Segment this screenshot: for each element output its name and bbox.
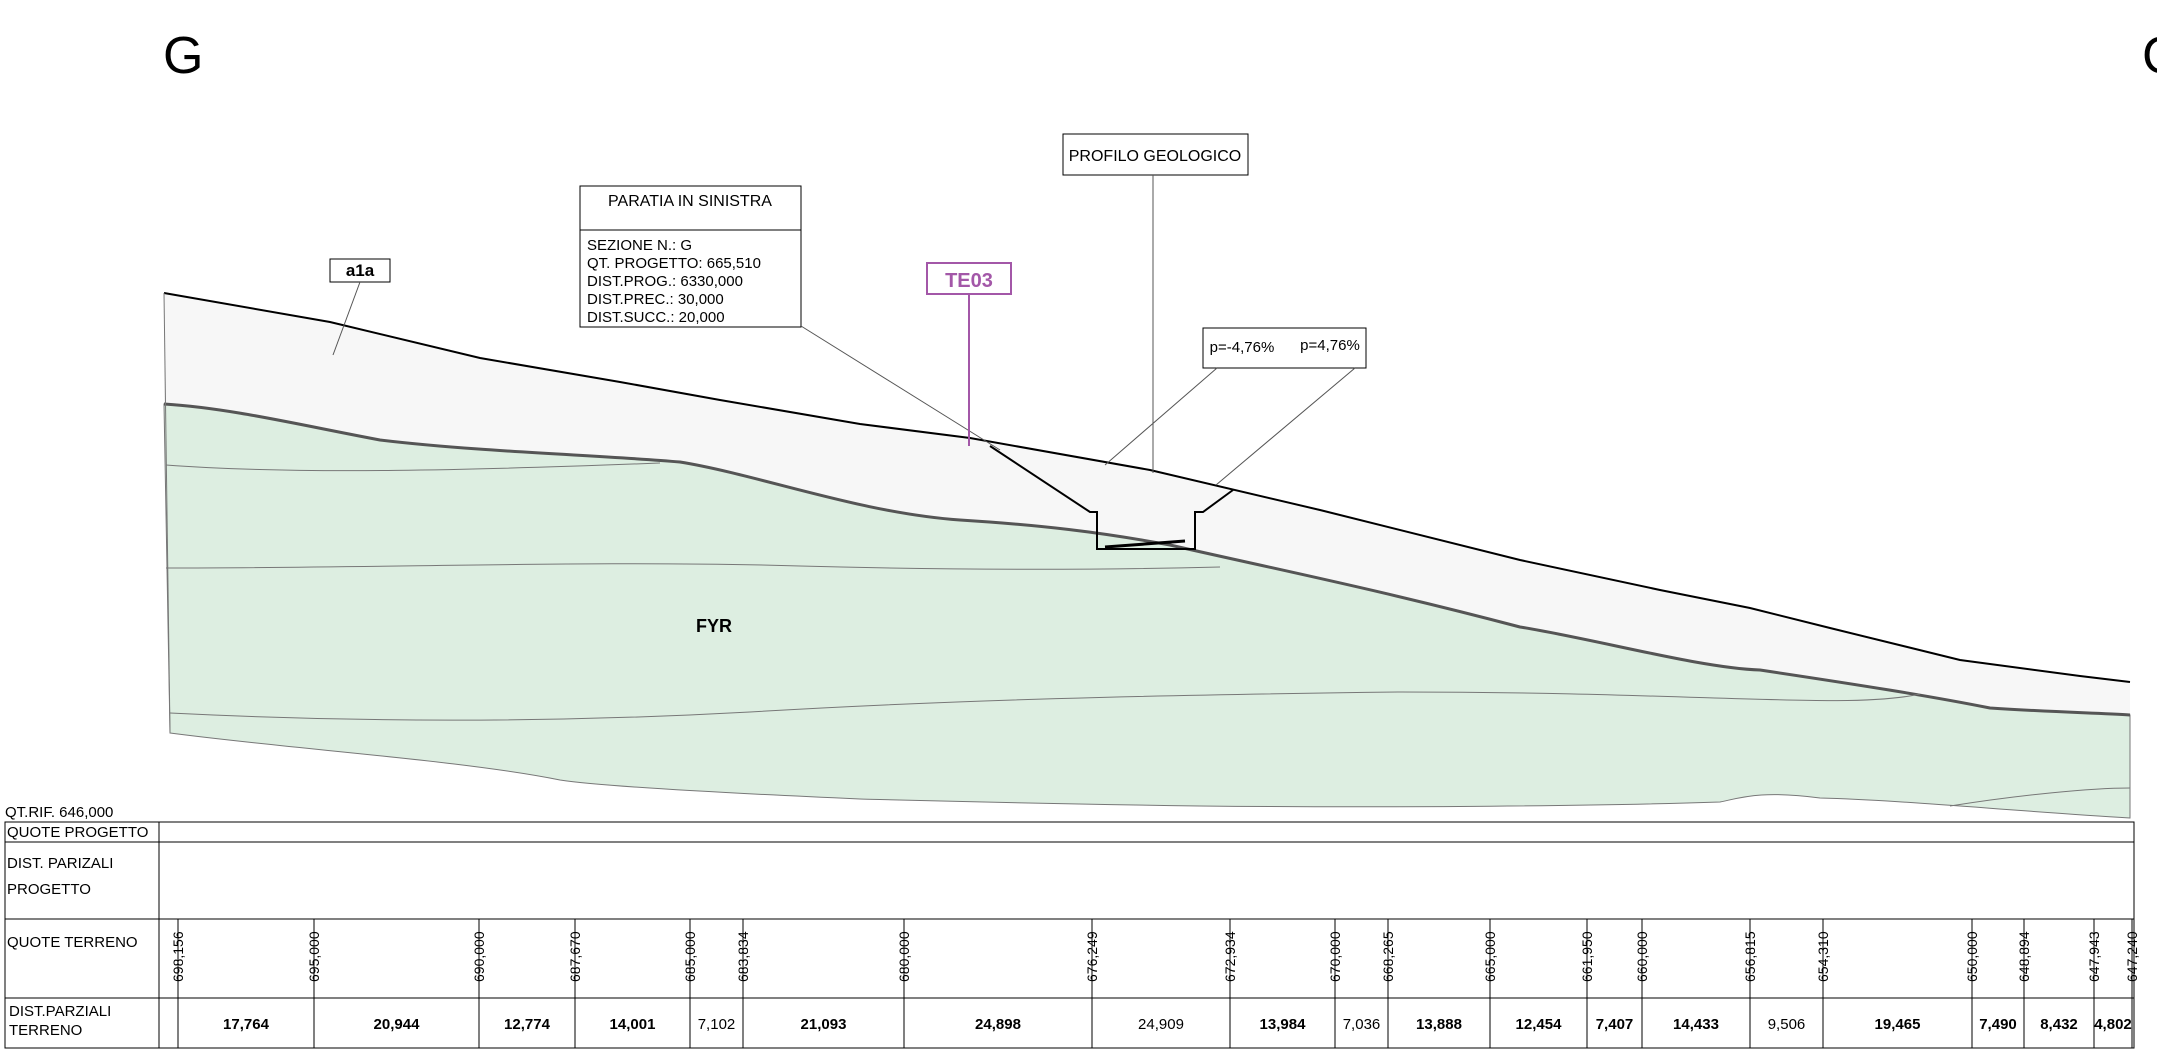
terrain-quote-label: 668,265	[1380, 931, 1396, 982]
terrain-quote-label: 670,000	[1327, 931, 1343, 982]
terrain-quote-labels: 698,156 695,000 690,000 687,670 685,000 683,8…	[170, 931, 2140, 982]
terrain-quote-label: 654,310	[1815, 931, 1831, 982]
terrain-quote-label: 672,934	[1222, 931, 1238, 982]
a1a-cover-area	[164, 293, 2130, 715]
paratia-leader	[800, 325, 1001, 451]
profilo-geologico-box	[1062, 133, 1249, 176]
paratia-title: PARATIA IN SINISTRA	[608, 193, 772, 210]
slope-right-leader	[1215, 367, 1356, 486]
a1a-leader	[332, 281, 361, 356]
te03-label: TE03	[945, 270, 993, 292]
paratia-info-box	[579, 185, 802, 328]
paratia-line-4: DIST.PREC.: 30,000	[587, 291, 724, 308]
slope-left-leader	[1104, 367, 1218, 466]
terrain-quote-label: 648,894	[2016, 931, 2032, 982]
paratia-line-3: DIST.PROG.: 6330,000	[587, 273, 743, 290]
terrain-distance-label: 4,802	[2094, 1016, 2132, 1033]
terrain-quote-label: 683,834	[735, 931, 751, 982]
internal-layer-line-2	[165, 563, 1221, 570]
terrain-distance-label: 19,465	[1875, 1016, 1921, 1033]
terrain-distance-labels: 17,764 20,944 12,774 14,001 7,102 21,093 24,89…	[223, 1016, 2132, 1033]
internal-layer-line-4	[1949, 787, 2131, 807]
terrain-quote-label: 656,815	[1742, 931, 1758, 982]
terrain-quote-label: 690,000	[471, 931, 487, 982]
row-label-dist-progetto-2: PROGETTO	[7, 881, 91, 898]
terrain-quote-label: 695,000	[306, 931, 322, 982]
terrain-distance-label: 17,764	[223, 1016, 270, 1033]
terrain-quote-label: 698,156	[170, 931, 186, 982]
fyr-label: FYR	[696, 616, 732, 636]
terrain-distance-label: 7,407	[1596, 1016, 1634, 1033]
terrain-quote-label: 647,240	[2124, 931, 2140, 982]
terrain-quote-label: 676,249	[1084, 931, 1100, 982]
terrain-quote-label: 680,000	[896, 931, 912, 982]
terrain-profile-line	[163, 292, 2131, 683]
table-station-ticks	[177, 919, 2133, 1048]
geology-contact-line	[163, 402, 2131, 717]
fyr-unit-area	[163, 403, 2131, 819]
internal-layer-line-1	[165, 462, 661, 472]
terrain-quote-label: 647,943	[2086, 931, 2102, 982]
internal-layer-line-3	[169, 691, 1921, 721]
terrain-quote-label: 685,000	[682, 931, 698, 982]
terrain-distance-label: 13,984	[1260, 1016, 1307, 1033]
te03-box	[926, 262, 1012, 295]
section-letter-left: G	[163, 27, 203, 85]
terrain-distance-label: 14,433	[1673, 1016, 1719, 1033]
terrain-distance-label: 20,944	[374, 1016, 421, 1033]
terrain-quote-label: 660,000	[1634, 931, 1650, 982]
profilo-geologico-label: PROFILO GEOLOGICO	[1069, 148, 1241, 165]
row-label-dist-progetto-1: DIST. PARIZALI	[7, 855, 113, 872]
terrain-distance-label: 12,774	[504, 1016, 551, 1033]
terrain-quote-label: 665,000	[1482, 931, 1498, 982]
section-letter-right: G	[2142, 27, 2157, 85]
terrain-distance-label: 21,093	[801, 1016, 847, 1033]
excavation-outline	[989, 445, 1234, 550]
terrain-distance-label: 13,888	[1416, 1016, 1462, 1033]
terrain-distance-label: 7,490	[1979, 1016, 2017, 1033]
terrain-distance-label: 24,909	[1138, 1016, 1184, 1033]
paratia-line-5: DIST.SUCC.: 20,000	[587, 309, 725, 326]
terrain-distance-label: 24,898	[975, 1016, 1021, 1033]
terrain-distance-label: 7,102	[698, 1016, 736, 1033]
a1a-label: a1a	[346, 261, 375, 280]
profile-data-table	[4, 821, 2135, 1049]
paratia-line-1: SEZIONE N.: G	[587, 237, 692, 254]
paratia-line-2: QT. PROGETTO: 665,510	[587, 255, 761, 272]
terrain-distance-label: 12,454	[1516, 1016, 1563, 1033]
slope-box	[1202, 327, 1367, 369]
terrain-distance-label: 8,432	[2040, 1016, 2078, 1033]
table-frame	[4, 821, 2135, 1049]
row-label-quote-terreno: QUOTE TERRENO	[7, 934, 138, 951]
slope-right-label: p=4,76%	[1300, 337, 1360, 354]
terrain-quote-label: 687,670	[567, 931, 583, 982]
qt-rif-label: QT.RIF. 646,000	[5, 804, 113, 821]
terrain-quote-label: 661,950	[1579, 931, 1595, 982]
row-label-quote-progetto: QUOTE PROGETTO	[7, 824, 148, 841]
row-label-dist-terreno-1: DIST.PARZIALI	[9, 1003, 111, 1020]
terrain-distance-label: 9,506	[1768, 1016, 1806, 1033]
terrain-distance-label: 14,001	[610, 1016, 656, 1033]
slope-left-label: p=-4,76%	[1210, 339, 1275, 356]
terrain-quote-label: 650,000	[1964, 931, 1980, 982]
terrain-distance-label: 7,036	[1343, 1016, 1381, 1033]
left-boundary-line	[163, 292, 171, 734]
row-label-dist-terreno-2: TERRENO	[9, 1022, 82, 1039]
excavation-base-line	[1104, 539, 1186, 549]
